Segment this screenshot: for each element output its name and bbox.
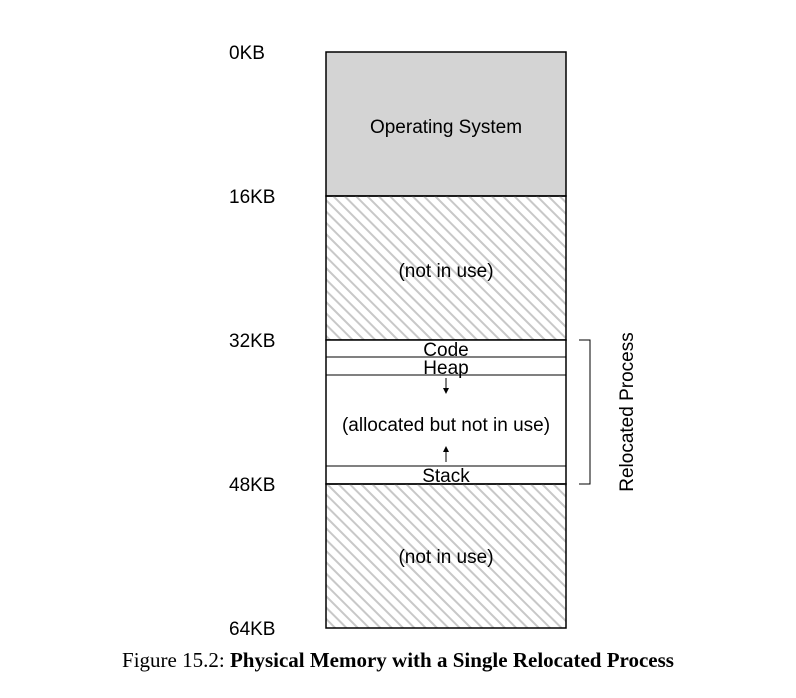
address-label-64kb: 64KB xyxy=(229,619,275,640)
process-bracket xyxy=(579,339,591,485)
caption-title: Physical Memory with a Single Relocated … xyxy=(229,648,674,672)
free-region-bottom xyxy=(325,483,567,629)
process-region xyxy=(325,339,567,485)
bracket-label: Relocated Process xyxy=(617,332,638,491)
heap-label: Heap xyxy=(423,358,468,379)
figure-caption: Figure 15.2: Physical Memory with a Sing… xyxy=(0,648,796,673)
os-region xyxy=(325,51,567,197)
free-top-label: (not in use) xyxy=(398,261,493,282)
stack-growth-arrow-icon xyxy=(443,446,449,462)
stack-label: Stack xyxy=(422,466,470,487)
address-label-32kb: 32KB xyxy=(229,331,275,352)
free-region-top xyxy=(325,195,567,341)
address-label-16kb: 16KB xyxy=(229,187,275,208)
middle-label: (allocated but not in use) xyxy=(342,415,550,436)
memory-diagram: Operating System (not in use) Code Heap … xyxy=(229,43,638,640)
os-label: Operating System xyxy=(370,117,522,138)
free-bottom-label: (not in use) xyxy=(398,547,493,568)
heap-growth-arrow-icon xyxy=(443,378,449,394)
address-label-0kb: 0KB xyxy=(229,43,265,64)
address-label-48kb: 48KB xyxy=(229,475,275,496)
caption-prefix: Figure 15.2: xyxy=(122,648,230,672)
code-label: Code xyxy=(423,340,468,361)
